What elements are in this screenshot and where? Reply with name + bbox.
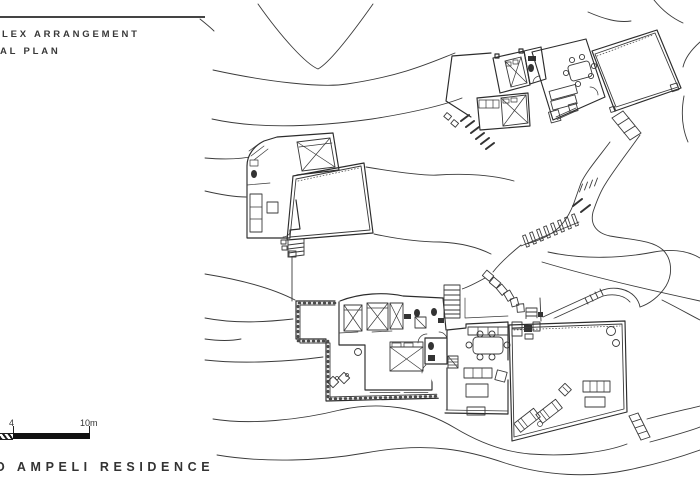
sun-lounger <box>514 408 540 432</box>
scale-segment-solid <box>13 432 90 439</box>
path-and-steps <box>289 111 671 323</box>
title-rule <box>0 16 205 18</box>
project-title: O AMPELI RESIDENCE <box>0 460 215 474</box>
scale-segment-hatched <box>0 433 13 440</box>
scale-label-start: 4 <box>9 418 15 428</box>
villa-b-plan <box>247 133 373 257</box>
scale-tick <box>13 426 14 434</box>
contour-lines <box>200 0 700 475</box>
sun-lounger <box>536 399 562 423</box>
terrace-steps <box>629 413 650 440</box>
scale-bar: 4 10m <box>0 418 120 440</box>
scale-tick <box>89 426 90 434</box>
drawing-title-line2: AL PLAN <box>0 46 61 57</box>
dining-table <box>567 60 592 81</box>
stair-run <box>444 285 460 318</box>
scale-label-end: 10m <box>80 418 98 428</box>
step-bars <box>523 214 579 247</box>
stepped-chain <box>482 270 543 323</box>
drawing-title-line1: LEX ARRANGEMENT <box>2 29 140 40</box>
villa-a-plan <box>444 30 681 149</box>
villa-d-plan <box>425 298 650 441</box>
